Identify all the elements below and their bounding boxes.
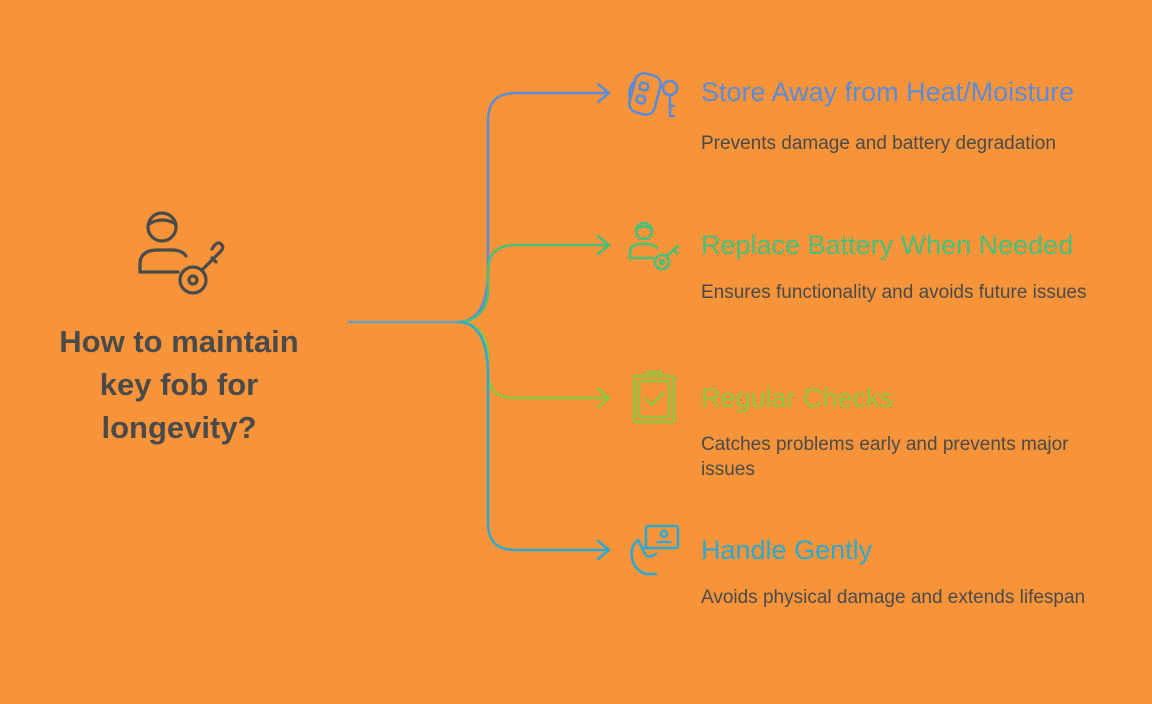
branch-title: Store Away from Heat/Moisture — [701, 77, 1075, 107]
person-key-icon — [628, 221, 680, 271]
branch-description: Prevents damage and battery degradation — [701, 133, 1056, 154]
clipboard-check-icon — [632, 370, 676, 424]
arrow-branch-1 — [596, 82, 611, 104]
branch-description: Catches problems early and prevents majo… — [701, 434, 1069, 480]
branch-title: Regular Checks — [701, 383, 894, 413]
branch-description: Ensures functionality and avoids future … — [701, 282, 1087, 303]
arrow-branch-3 — [596, 387, 611, 409]
arrow-branch-2 — [596, 234, 611, 256]
connector-branch-2 — [457, 243, 608, 324]
branch-title: Replace Battery When Needed — [701, 230, 1074, 260]
arrow-branch-4 — [596, 539, 611, 561]
branch-replace-battery: Replace Battery When Needed Ensures func… — [0, 0, 1152, 303]
branch-description: Avoids physical damage and extends lifes… — [701, 587, 1086, 608]
main-title: How to maintain key fob for longevity? — [59, 324, 299, 445]
hand-card-icon — [630, 524, 680, 576]
branch-handle-gently: Handle Gently Avoids physical damage and… — [0, 0, 1152, 608]
connector-branch-1 — [457, 91, 608, 324]
branch-regular-checks: Regular Checks Catches problems early an… — [0, 0, 1152, 480]
key-fob-icon — [627, 72, 679, 118]
branch-title: Handle Gently — [701, 535, 873, 565]
branch-store-away: Store Away from Heat/Moisture Prevents d… — [0, 0, 1152, 154]
connector-branch-4 — [457, 320, 608, 552]
person-key-icon — [138, 211, 225, 295]
